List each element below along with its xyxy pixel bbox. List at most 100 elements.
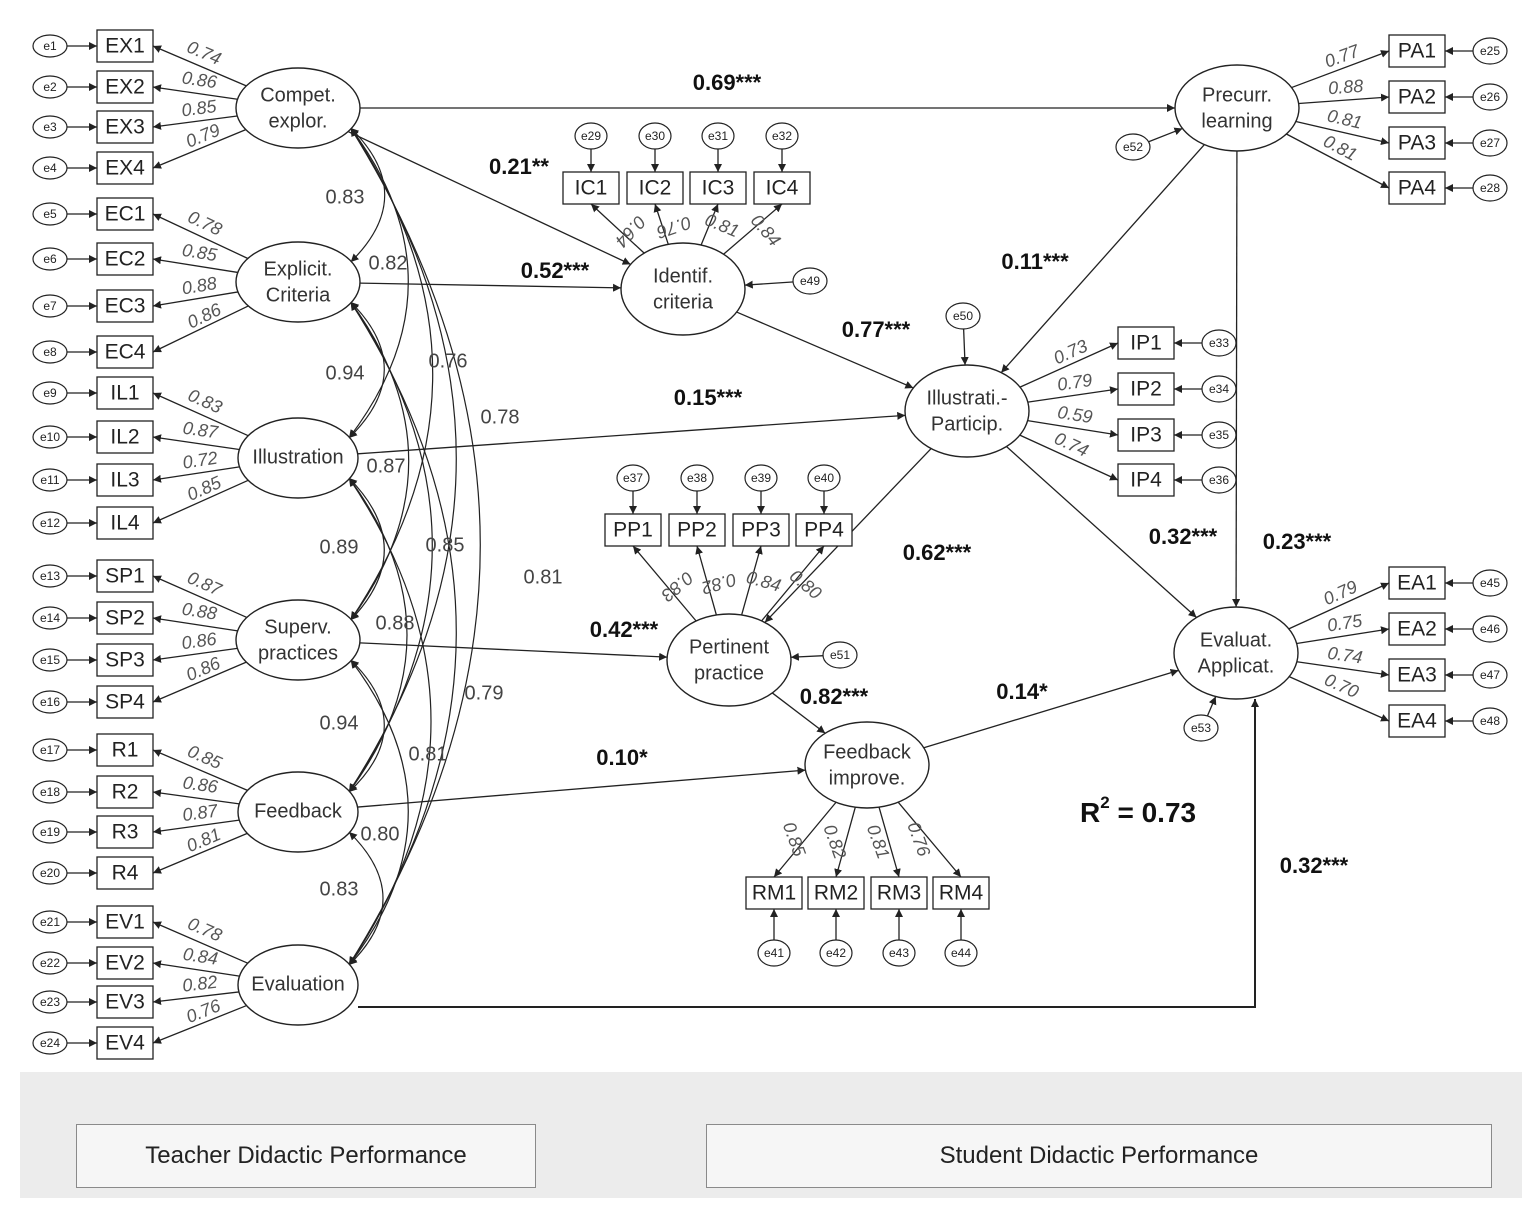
error-label: e26 bbox=[1480, 90, 1500, 104]
error-term bbox=[32, 648, 68, 672]
loading-value: 0.72 bbox=[181, 448, 219, 473]
indicator-label: IC2 bbox=[639, 177, 672, 200]
indicator-box bbox=[604, 513, 662, 547]
error-label: e23 bbox=[40, 995, 60, 1009]
indicator-box bbox=[96, 643, 154, 677]
error-term bbox=[744, 464, 778, 492]
error-term bbox=[32, 34, 68, 58]
indicator-label: RM1 bbox=[752, 882, 796, 905]
indicator-box bbox=[1117, 418, 1175, 452]
error-term bbox=[32, 115, 68, 139]
loading-value: 0.87 bbox=[184, 567, 225, 600]
error-label: e27 bbox=[1480, 136, 1500, 150]
error-label: e45 bbox=[1480, 576, 1500, 590]
loading-value: 0.86 bbox=[180, 628, 218, 653]
error-term bbox=[32, 381, 68, 405]
latent-label: criteria bbox=[653, 291, 714, 313]
latent-label: Feedback bbox=[254, 800, 343, 822]
correlation-value: 0.94 bbox=[326, 362, 365, 384]
indicator-box bbox=[753, 171, 811, 205]
error-label: e44 bbox=[951, 946, 971, 960]
path-coefficient: 0.11*** bbox=[1001, 249, 1069, 274]
latent-label: Superv. bbox=[264, 616, 331, 638]
error-term bbox=[1472, 83, 1508, 111]
error-label: e3 bbox=[43, 120, 57, 134]
structural-path bbox=[736, 311, 914, 389]
loading-arrow bbox=[152, 749, 248, 792]
error-term bbox=[757, 939, 791, 967]
correlation-value: 0.83 bbox=[320, 878, 359, 900]
correlation-value: 0.76 bbox=[429, 350, 468, 372]
indicator-box bbox=[1388, 80, 1446, 114]
correlation-arc bbox=[348, 477, 385, 621]
indicator-box bbox=[1117, 463, 1175, 497]
loading-arrow bbox=[152, 392, 249, 437]
path-coefficient: 0.62*** bbox=[903, 540, 972, 565]
path-coefficient: 0.15*** bbox=[674, 385, 743, 410]
error-term bbox=[1201, 466, 1237, 494]
loading-value: 0.79 bbox=[1056, 370, 1094, 395]
indicator-box bbox=[668, 513, 726, 547]
teacher-performance-label: Teacher Didactic Performance bbox=[145, 1142, 467, 1169]
indicator-label: EX4 bbox=[105, 157, 145, 180]
loading-value: 0.81 bbox=[1325, 105, 1364, 132]
correlation-arc bbox=[348, 477, 408, 793]
structural-path bbox=[357, 411, 906, 455]
latent-label: Applicat. bbox=[1198, 655, 1275, 677]
loading-value: 0.59 bbox=[1056, 402, 1094, 427]
latent-label: Evaluat. bbox=[1200, 629, 1272, 651]
indicator-label: IL3 bbox=[110, 469, 139, 492]
path-coefficient: 0.10* bbox=[596, 745, 648, 770]
latent-label: Identif. bbox=[653, 265, 713, 287]
indicator-box bbox=[96, 151, 154, 185]
loading-value: 0.88 bbox=[181, 599, 219, 624]
correlation-value: 0.94 bbox=[320, 712, 359, 734]
error-term bbox=[32, 511, 68, 535]
loading-value: 0.84 bbox=[744, 567, 783, 596]
correlation-arc bbox=[348, 659, 409, 966]
error-label: e35 bbox=[1209, 428, 1229, 442]
disturbance-arrow bbox=[1145, 127, 1183, 144]
indicator-label: IC4 bbox=[766, 177, 799, 200]
indicator-label: PP3 bbox=[741, 519, 781, 542]
disturbance-arrow bbox=[744, 280, 797, 289]
indicator-label: IL4 bbox=[110, 512, 140, 535]
sem-path-diagram: Compet.explor.Explicit.CriteriaIllustrat… bbox=[32, 29, 1508, 1060]
indicator-box bbox=[1388, 171, 1446, 205]
error-label: e18 bbox=[40, 785, 60, 799]
disturbance-term bbox=[1183, 714, 1219, 742]
latent-ev bbox=[237, 944, 359, 1026]
correlation-value: 0.80 bbox=[361, 823, 400, 845]
error-label: e43 bbox=[889, 946, 909, 960]
error-label: e47 bbox=[1480, 668, 1500, 682]
latent-label: explor. bbox=[269, 110, 328, 132]
loading-arrow bbox=[152, 305, 249, 353]
error-label: e30 bbox=[645, 129, 665, 143]
latent-label: Illustrati.- bbox=[926, 387, 1007, 409]
error-term bbox=[574, 122, 608, 150]
loading-arrow bbox=[152, 256, 238, 274]
loading-value: 0.88 bbox=[180, 273, 218, 298]
error-term bbox=[1472, 615, 1508, 643]
error-label: e12 bbox=[40, 516, 60, 530]
indicator-box bbox=[96, 985, 154, 1019]
loading-arrow bbox=[152, 661, 247, 703]
indicator-box bbox=[96, 110, 154, 144]
error-label: e19 bbox=[40, 825, 60, 839]
structural-path bbox=[923, 668, 1179, 749]
loading-value: 0.78 bbox=[185, 207, 225, 240]
loading-arrow bbox=[152, 615, 238, 632]
indicator-box bbox=[732, 513, 790, 547]
error-label: e46 bbox=[1480, 622, 1500, 636]
latent-label: Compet. bbox=[260, 84, 336, 106]
correlation-value: 0.83 bbox=[326, 186, 365, 208]
loading-arrow bbox=[761, 545, 825, 622]
structural-path bbox=[358, 699, 1259, 1008]
indicator-label: R2 bbox=[112, 781, 139, 804]
loading-value: 0.85 bbox=[181, 240, 220, 265]
loading-value: 0.74 bbox=[1051, 428, 1091, 461]
correlation-value: 0.85 bbox=[426, 534, 465, 556]
loading-value: 0.77 bbox=[1322, 40, 1363, 71]
indicator-box bbox=[96, 289, 154, 323]
correlation-value: 0.87 bbox=[367, 455, 406, 477]
